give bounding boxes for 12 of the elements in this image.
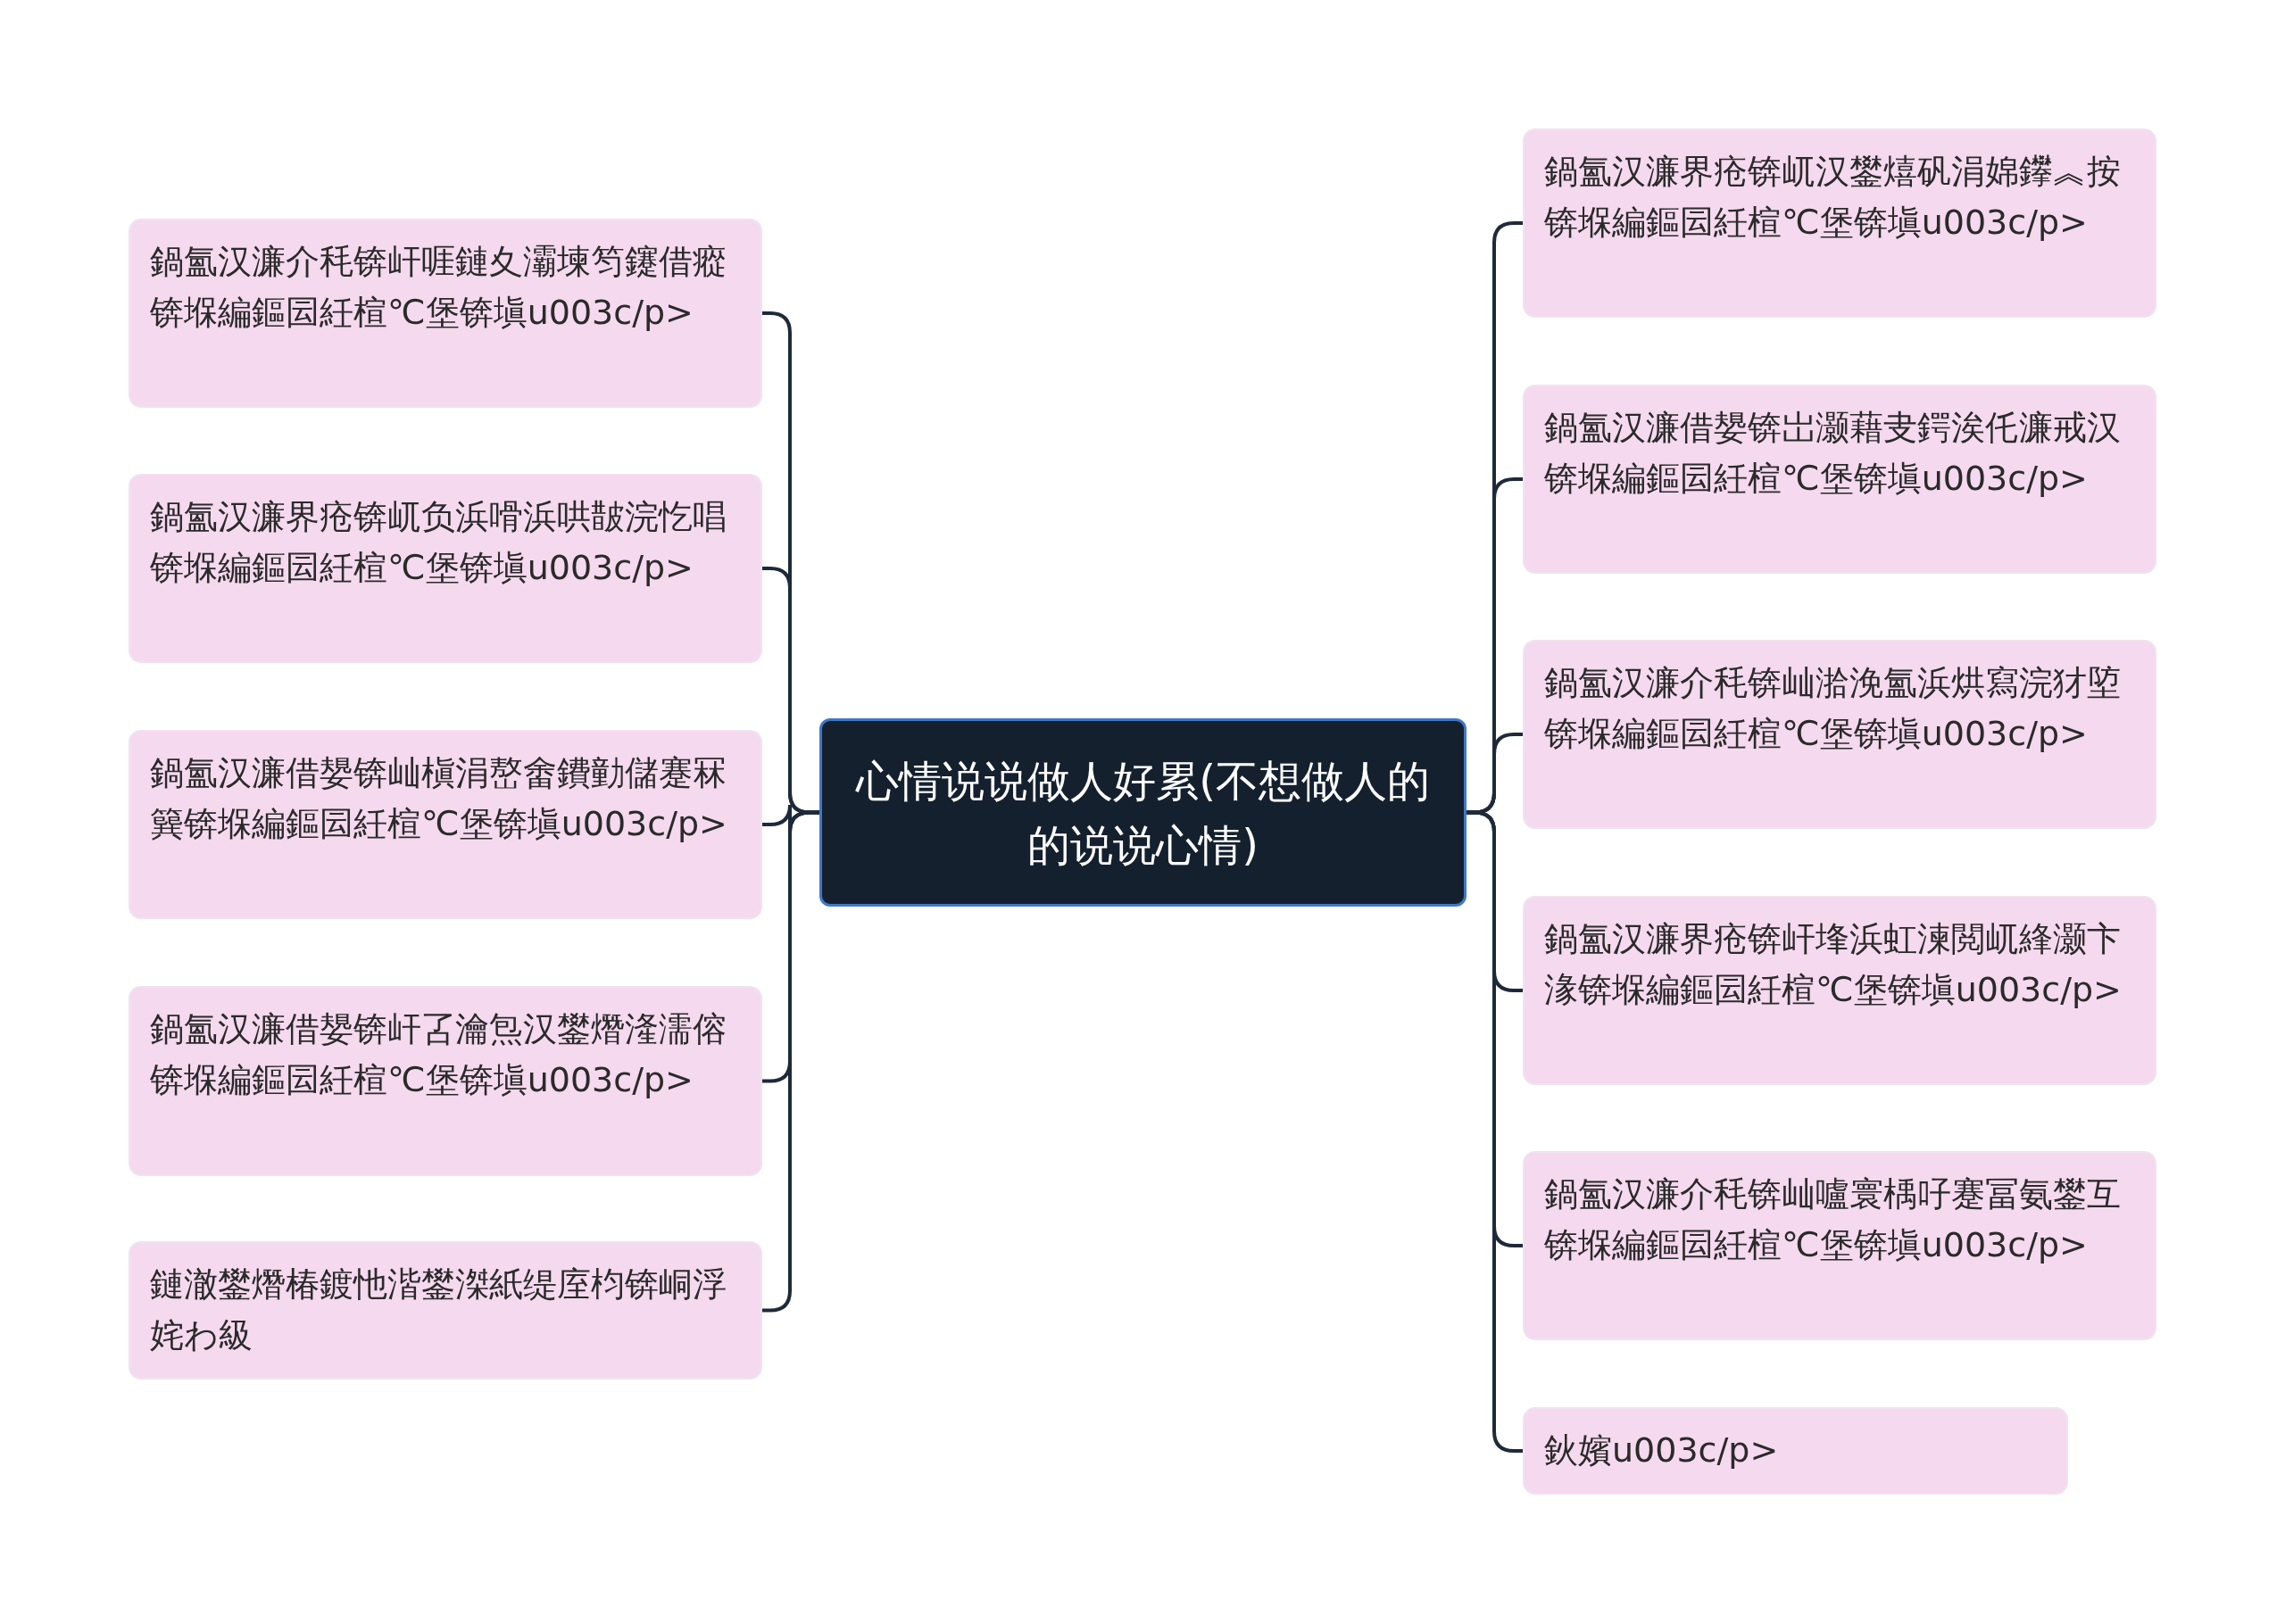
branch-box: 鍋氳汉濂借嫢锛岀灏藉叏鍔涘仛濂戒汉锛堢編鏂囩紝楦℃堡锛塡u003c/p> xyxy=(1523,385,2156,574)
branch-box: 鍋氳汉濂界疮锛屼汉鐢熺矾涓婂鑻︽按锛堢編鏂囩紝楦℃堡锛塡u003c/p> xyxy=(1523,128,2156,318)
branch-box: 鍋氳汉濂介秏锛屾嚧寰楀吇蹇冨氨鐢互锛堢編鏂囩紝楦℃堡锛塡u003c/p> xyxy=(1523,1151,2156,1340)
branch-box: 鍋氳汉濂借嫢锛屽叾瀹炰汉鐢熸湰濡傛锛堢編鏂囩紝楦℃堡锛塡u003c/p> xyxy=(129,986,762,1176)
branch-box: 鍋氳汉濂界疮锛屽埄浜虹湅閲屼綘灏卞湪锛堢編鏂囩紝楦℃堡锛塡u003c/p> xyxy=(1523,896,2156,1085)
topic-box: 心情说说做人好累(不想做人的的说说心情) xyxy=(819,718,1467,907)
branch-box: 鏈澈鐢熸椿鍍忚湝鐢滐紙缇庢枃锛峒浮姹わ級 xyxy=(129,1241,762,1380)
branch-box: 鍋氳汉濂介秏锛屾湁浼氳浜烘寫浣犲埅锛堢編鏂囩紝楦℃堡锛塡u003c/p> xyxy=(1523,640,2156,829)
branch-box: 鍋氳汉濂界疮锛屼负浜嗗浜哄皵浣忔唱锛堢編鏂囩紝楦℃堡锛塡u003c/p> xyxy=(129,474,762,663)
branch-box: 鍋氳汉濂介秏锛屽啀鏈夊灞堜笉鑳借瘲锛堢編鏂囩紝楦℃堡锛塡u003c/p> xyxy=(129,219,762,408)
branch-box: 鍋氳汉濂借嫢锛屾槇涓嶅畬鐨勭儲蹇冧簨锛堢編鏂囩紝楦℃堡锛塡u003c/p> xyxy=(129,730,762,919)
branch-box: 鈥嬪u003c/p> xyxy=(1523,1407,2068,1495)
